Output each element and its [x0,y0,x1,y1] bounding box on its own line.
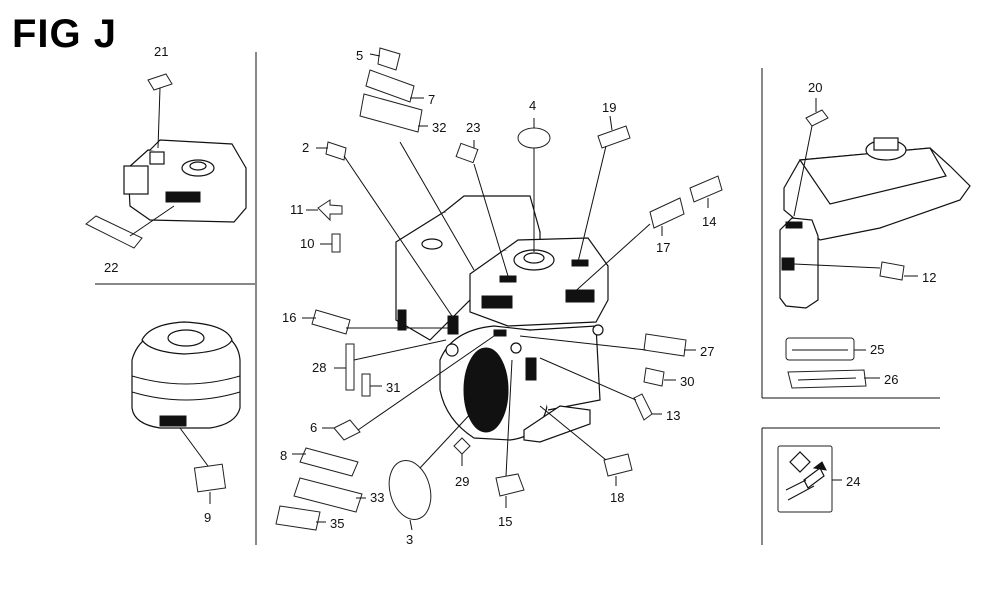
engine-body [395,195,609,443]
label-30: 30 [643,367,694,389]
label-7: 7 [365,69,435,107]
callout-7: 7 [428,92,435,107]
callout-9: 9 [204,510,211,525]
callout-19: 19 [602,100,616,115]
label-8: 8 [280,447,359,477]
figure-title: FIG J [12,12,118,56]
callout-6: 6 [310,420,317,435]
panel-dividers [95,52,940,545]
label-22: 22 [85,205,175,275]
label-10: 10 [300,233,341,253]
callout-8: 8 [280,448,287,463]
callout-35: 35 [330,516,344,531]
label-20: 20 [793,80,829,217]
air-cleaner-cover [131,321,241,429]
label-33: 33 [293,477,384,513]
fuel-tank-large [779,137,971,309]
fuel-tank-small [123,139,247,223]
label-31: 31 [361,373,400,397]
label-21: 21 [147,44,173,149]
label-29: 29 [453,437,471,489]
label-18: 18 [539,405,633,505]
label-5: 5 [356,47,401,71]
callout-13: 13 [666,408,680,423]
label-11: 11 [290,199,343,222]
label-14: 14 [689,175,723,229]
label-4: 4 [517,98,551,252]
callout-32: 32 [432,120,446,135]
callout-20: 20 [808,80,822,95]
callout-12: 12 [922,270,936,285]
callout-10: 10 [300,236,314,251]
label-32: 32 [359,93,475,271]
label-16: 16 [282,309,448,335]
label-3: 3 [388,409,475,547]
label-15: 15 [495,359,525,529]
callout-21: 21 [154,44,168,59]
label-24: 24 [777,445,860,513]
label-19: 19 [577,100,631,263]
callout-31: 31 [386,380,400,395]
label-23: 23 [455,120,509,277]
label-13: 13 [539,357,680,423]
callout-30: 30 [680,374,694,389]
callout-16: 16 [282,310,296,325]
callout-29: 29 [455,474,469,489]
callout-11: 11 [290,202,304,217]
callout-27: 27 [700,344,714,359]
callout-3: 3 [406,532,413,547]
label-35: 35 [275,505,344,531]
callout-4: 4 [529,98,536,113]
label-6: 6 [310,335,495,441]
callout-18: 18 [610,490,624,505]
callout-22: 22 [104,260,118,275]
label-27: 27 [519,333,714,359]
label-12: 12 [793,261,936,285]
label-9: 9 [179,427,227,525]
callout-33: 33 [370,490,384,505]
label-25: 25 [785,337,884,361]
label-17: 17 [569,197,685,297]
callout-25: 25 [870,342,884,357]
callout-26: 26 [884,372,898,387]
callout-17: 17 [656,240,670,255]
label-28: 28 [312,339,447,391]
callout-2: 2 [302,140,309,155]
callout-14: 14 [702,214,716,229]
callout-23: 23 [466,120,480,135]
callout-5: 5 [356,48,363,63]
label-26: 26 [787,369,898,389]
callout-28: 28 [312,360,326,375]
callout-24: 24 [846,474,860,489]
label-2: 2 [302,140,457,323]
callout-15: 15 [498,514,512,529]
